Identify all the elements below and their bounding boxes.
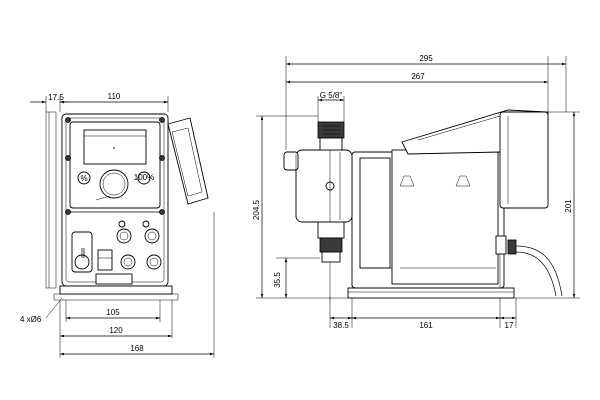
base-plate-side [347,287,515,299]
percent-key [77,171,91,185]
fuse-holder [97,249,113,271]
connector-small [118,220,126,228]
screw-icon [65,117,71,123]
dim-top-height: 201 [564,199,573,213]
vent-valve [283,151,299,171]
dim-mount-holes: 4 xØ6 [20,315,42,324]
dim-body-length: 267 [411,72,425,81]
dim-rear-offset: 17 [505,321,514,330]
control-cover [499,111,549,209]
screw-icon [159,117,165,123]
control-dial [99,169,129,199]
connector-4 [146,254,162,270]
dosing-head-side [167,117,209,205]
connector-3 [120,254,136,270]
dim-overall-width: 168 [130,344,144,353]
dim-top-offset: 17.5 [48,93,64,102]
connector-1 [116,228,132,244]
dim-outlet-height: 35.5 [273,272,282,288]
dim-base-width: 120 [109,326,123,335]
cable-gland [495,235,507,255]
connector-2 [144,228,160,244]
screw-icon [65,209,71,215]
wall-plate [45,111,57,289]
screw-icon [159,155,165,161]
dim-top-width: 110 [108,92,121,101]
display [83,129,147,165]
dim-valve-height: 204.5 [252,199,261,220]
dim-thread: G 5/8" [320,91,343,100]
front-view: % 100% 17.5 [20,92,215,358]
side-view: 295 267 G 5/8" 204.5 35.5 201 38.5 161 1… [252,54,580,330]
vent-slot [455,175,471,187]
drain-tray [95,273,133,285]
dosing-head [295,149,353,223]
screw-icon [65,155,71,161]
dim-base-length: 161 [419,321,433,330]
percent-key-label: % [80,174,87,183]
hundred-percent-key-label: 100% [134,173,154,182]
base-plate-front [59,285,173,295]
motor-body [391,149,499,285]
dim-hole-spacing: 105 [106,308,120,317]
discharge-fitting [319,237,343,253]
vent-slot [399,175,415,187]
dim-front-offset: 38.5 [333,321,349,330]
power-cable [515,245,563,297]
dim-overall-length: 295 [419,54,433,63]
screw-icon [159,209,165,215]
discharge-valve [317,221,345,239]
connector-small [142,220,150,228]
gear-housing [359,157,391,269]
hundred-percent-key [137,171,151,185]
